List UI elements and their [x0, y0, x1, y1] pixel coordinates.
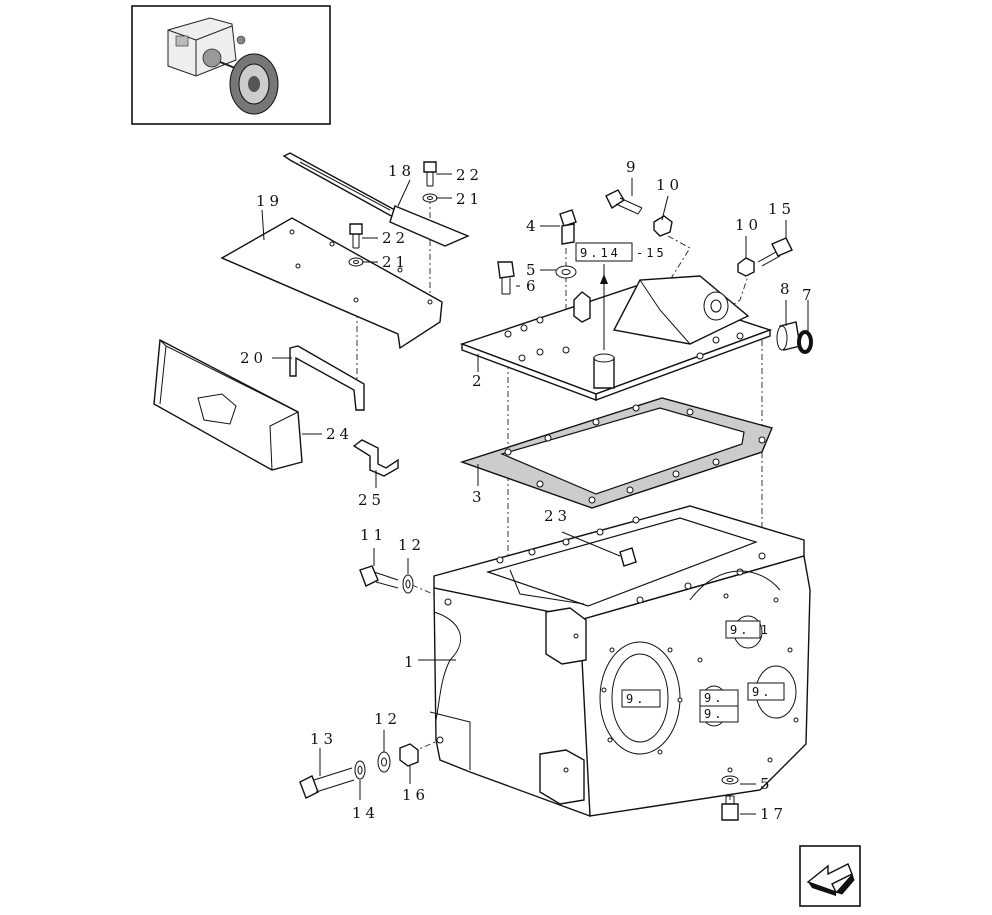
callout-19: 19 — [256, 192, 283, 210]
callout-12-lower: 12 — [374, 710, 401, 728]
reference-top-text: 9.14 — [580, 246, 621, 260]
washer-5-bottom[interactable] — [721, 775, 739, 785]
side-shield-24[interactable] — [153, 338, 303, 471]
callout-4: 4 — [526, 217, 540, 235]
callout-24: 24 — [326, 425, 353, 443]
bushing-8[interactable] — [776, 321, 801, 351]
reference-box-right-1[interactable]: 9. 1 — [725, 620, 771, 639]
callout-17: 17 — [760, 805, 787, 823]
callout-18: 18 — [388, 162, 415, 180]
callout-20: 20 — [240, 349, 267, 367]
washer-21-upper[interactable] — [422, 193, 438, 203]
reference-box-mid-2[interactable]: 9. — [699, 705, 739, 723]
tractor-thumbnail-icon — [167, 17, 279, 115]
callout-22-upper: 22 — [456, 166, 483, 184]
reference-left-text: 9. — [626, 692, 646, 706]
callout-1: 1 — [404, 653, 418, 671]
callout-12-upper: 12 — [398, 536, 425, 554]
callout-22-lower: 22 — [382, 229, 409, 247]
breather-4[interactable] — [559, 209, 577, 245]
callout-21-upper: 21 — [456, 190, 483, 208]
bolt-15[interactable] — [757, 237, 793, 267]
nut-10-left[interactable] — [653, 215, 673, 237]
thumbnail-box[interactable] — [131, 5, 331, 125]
callout-21-lower: 21 — [382, 253, 409, 271]
next-page-button[interactable] — [799, 845, 861, 907]
callout-8: 8 — [780, 280, 794, 298]
bolt-22-lower[interactable] — [349, 223, 363, 249]
nut-10-right[interactable] — [737, 257, 755, 277]
callout-13: 13 — [310, 730, 337, 748]
callout-10-left: 10 — [656, 176, 683, 194]
reference-mid-1-text: 9. — [704, 691, 724, 705]
gasket-3[interactable] — [459, 397, 773, 509]
washer-21-lower[interactable] — [348, 257, 364, 267]
reference-box-mid-1[interactable]: 9. — [699, 689, 739, 707]
reference-box-top[interactable]: 9.14 -15 — [575, 242, 667, 262]
reference-box-right-2[interactable]: 9. — [747, 682, 785, 701]
callout-3: 3 — [472, 488, 486, 506]
callout-10-right: 10 — [735, 216, 762, 234]
callout-23: 23 — [544, 507, 571, 525]
callout-25: 25 — [358, 491, 385, 509]
washer-14[interactable] — [354, 760, 366, 780]
reference-right-2-text: 9. — [752, 685, 772, 699]
callout-11: 11 — [360, 526, 387, 544]
bracket-strip-18[interactable] — [282, 152, 470, 247]
leader-lines — [261, 173, 809, 815]
callout-7: 7 — [802, 286, 816, 304]
washer-12-upper[interactable] — [402, 574, 414, 594]
cover-plate-19[interactable] — [220, 217, 443, 350]
bolt-9[interactable] — [605, 189, 643, 215]
reference-top-suffix: -15 — [636, 246, 667, 260]
callout-9: 9 — [626, 158, 640, 176]
top-cover-2[interactable] — [459, 275, 773, 402]
callout-15: 15 — [768, 200, 795, 218]
arrow-icon — [806, 863, 855, 896]
callout-14: 14 — [352, 804, 379, 822]
callout-5-top: 5 — [526, 261, 540, 279]
callout-5-bottom: 5 — [760, 775, 774, 793]
clip-25[interactable] — [352, 439, 399, 477]
plug-23[interactable] — [619, 547, 637, 567]
o-ring-7[interactable] — [797, 330, 813, 354]
nut-16[interactable] — [399, 743, 419, 767]
bracket-20[interactable] — [289, 345, 365, 411]
reference-box-left[interactable]: 9. — [621, 689, 661, 708]
bolt-22-upper[interactable] — [423, 161, 437, 187]
callout-6: 6 — [526, 277, 540, 295]
reference-right-1-text: 9. 1 — [730, 623, 771, 637]
washer-5-top[interactable] — [555, 265, 577, 279]
reference-mid-2-text: 9. — [704, 707, 724, 721]
callout-2: 2 — [472, 372, 486, 390]
plug-17[interactable] — [721, 795, 739, 821]
washer-12-lower[interactable] — [377, 751, 391, 773]
callout-16: 16 — [402, 786, 429, 804]
bolt-11[interactable] — [359, 565, 399, 589]
bolt-13[interactable] — [299, 767, 355, 799]
bolt-6[interactable] — [497, 261, 515, 295]
callout-labels: 1 2 3 4 5 5 6 7 8 9 10 10 11 12 12 13 14… — [240, 158, 816, 823]
